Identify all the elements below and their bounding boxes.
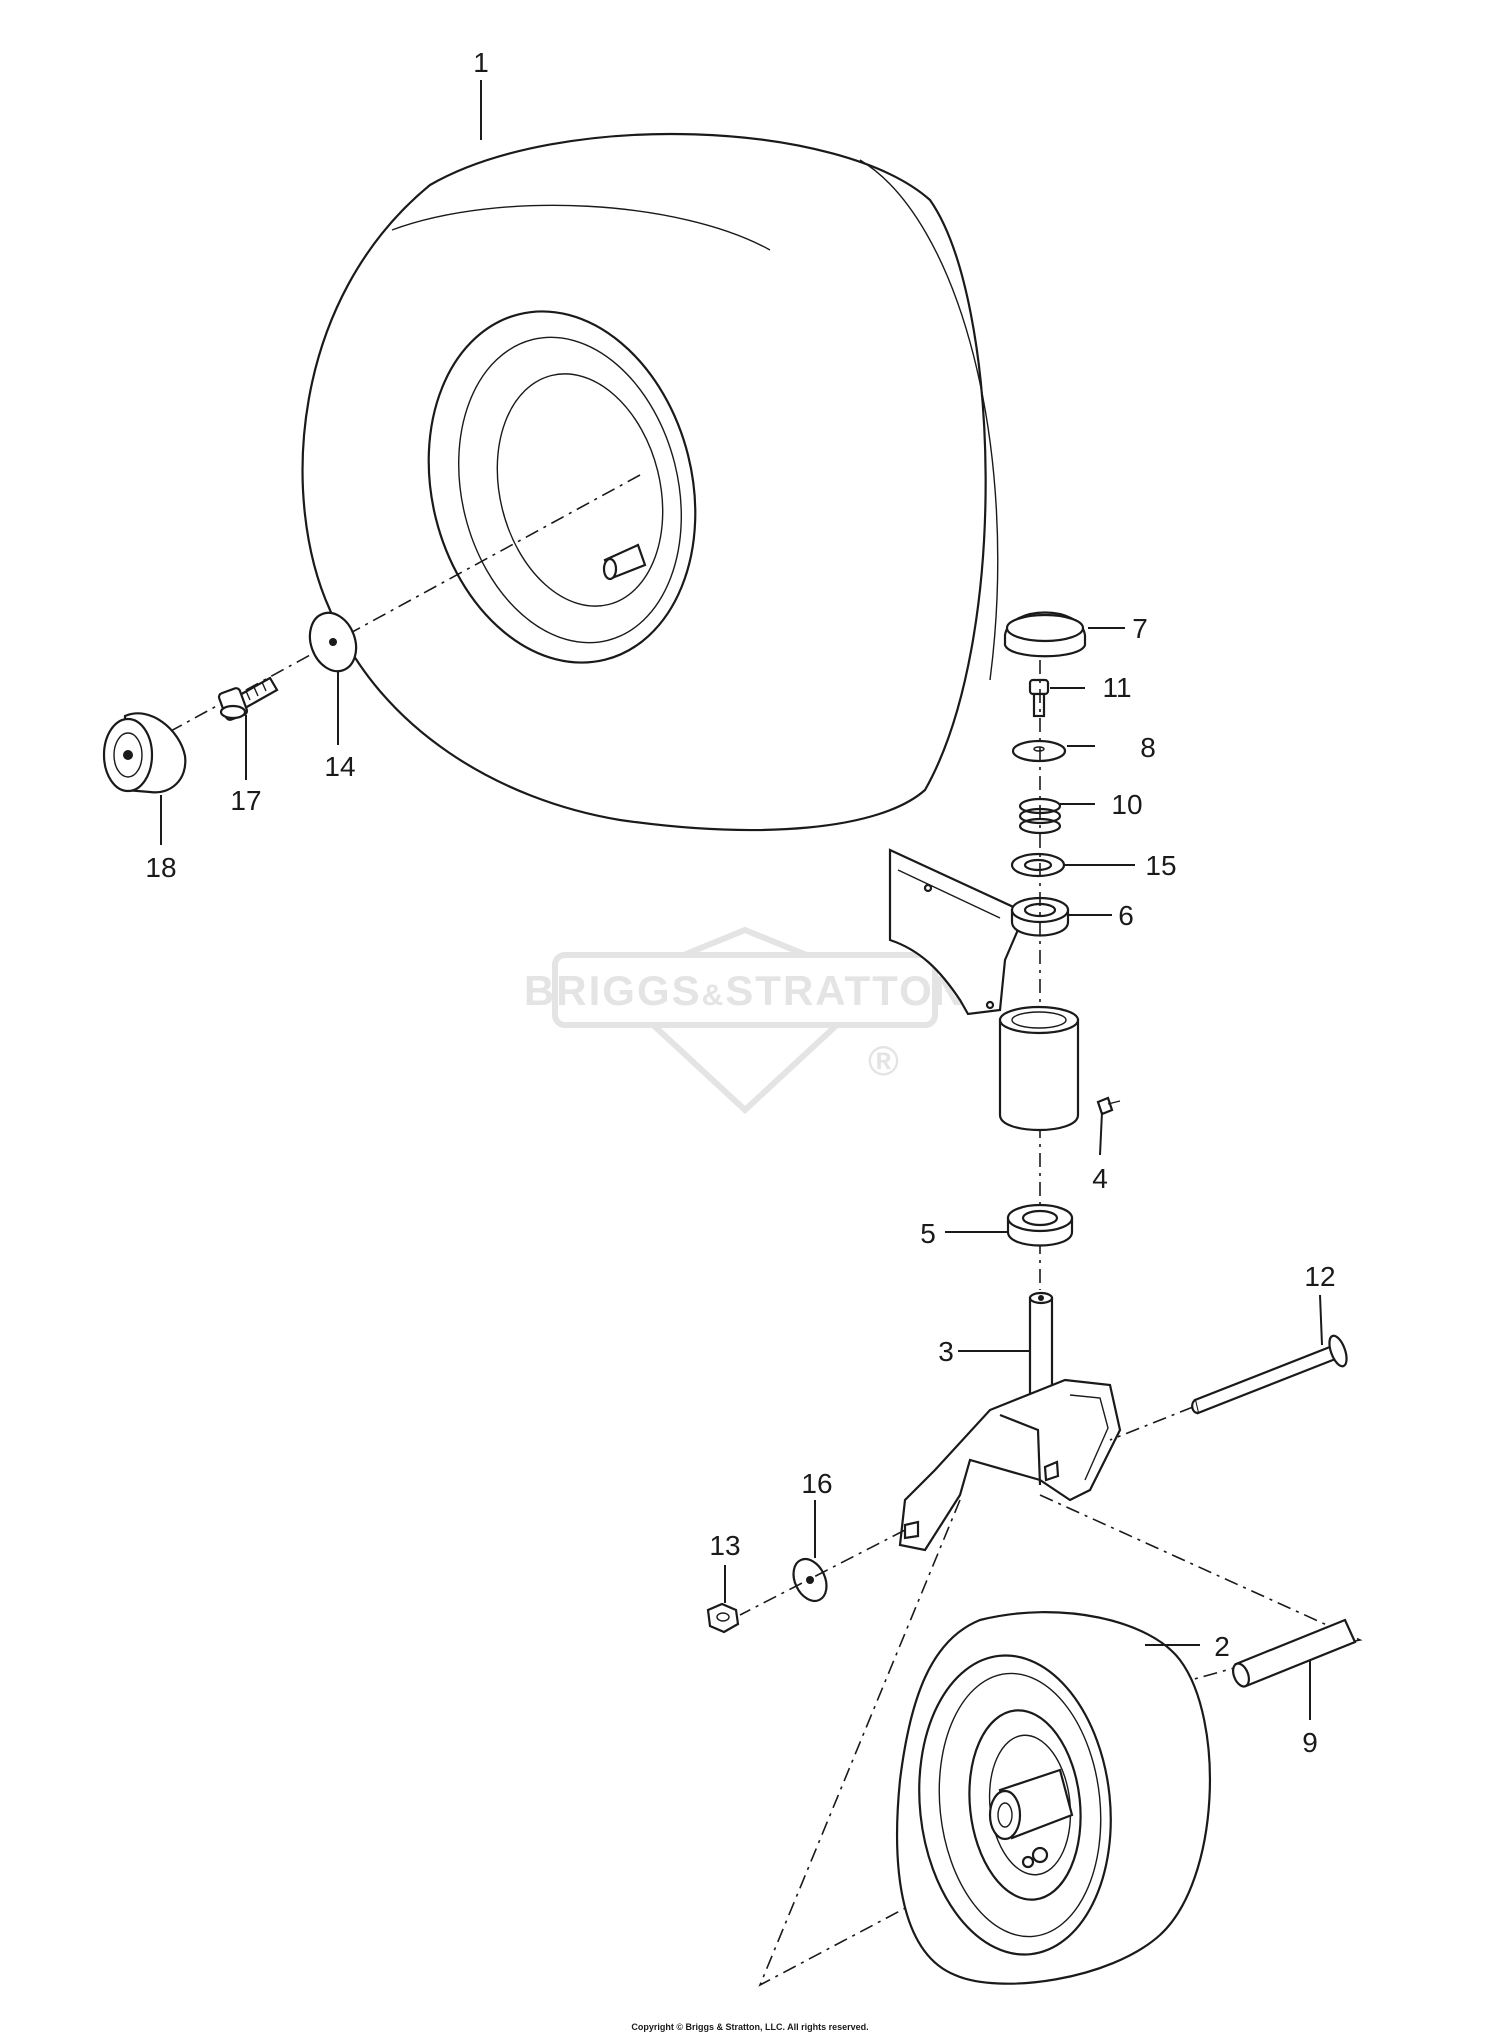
callout-10: 10 — [1111, 789, 1142, 820]
watermark-amp: & — [702, 979, 726, 1012]
part-7-dust-cap[interactable] — [1003, 611, 1087, 658]
part-12-axle-bolt[interactable] — [1191, 1334, 1350, 1415]
part-3-caster-fork-spindle[interactable] — [898, 1291, 1122, 1552]
callout-12: 12 — [1304, 1261, 1335, 1292]
watermark-left: BRIGGS — [524, 967, 702, 1014]
axle-centerline — [124, 474, 641, 757]
part-16-washer[interactable] — [787, 1554, 833, 1607]
part-1-large-tire[interactable] — [301, 132, 999, 832]
callout-7: 7 — [1132, 613, 1148, 644]
callout-8: 8 — [1140, 732, 1156, 763]
callout-4: 4 — [1092, 1163, 1108, 1194]
watermark-registered: ® — [868, 1037, 901, 1084]
svg-text:BRIGGS&STRATTON: BRIGGS&STRATTON — [524, 967, 966, 1014]
callout-2: 2 — [1214, 1631, 1230, 1662]
part-13-nut[interactable] — [706, 1602, 740, 1634]
callout-1: 1 — [473, 47, 489, 78]
callout-15: 15 — [1145, 850, 1176, 881]
callout-17: 17 — [230, 785, 261, 816]
part-4-grease-fitting[interactable] — [1096, 1096, 1121, 1116]
part-8-washer[interactable] — [1011, 739, 1067, 763]
part-5-flanged-bearing[interactable] — [1006, 1203, 1074, 1247]
callout-11: 11 — [1102, 672, 1131, 703]
callout-18: 18 — [145, 852, 176, 883]
briggs-stratton-watermark-logo: BRIGGS&STRATTON ® — [524, 926, 966, 1115]
part-11-bolt[interactable] — [1028, 678, 1050, 718]
callout-leader-lines — [160, 80, 1323, 1720]
callout-5: 5 — [920, 1218, 936, 1249]
callout-3: 3 — [938, 1336, 954, 1367]
part-15-washer[interactable] — [1010, 852, 1066, 878]
nut-centerline — [739, 1529, 906, 1616]
wheel-axle-construction-line-upper — [1039, 1494, 1363, 1666]
callout-9: 9 — [1302, 1727, 1318, 1758]
callout-6: 6 — [1118, 900, 1134, 931]
copyright-notice: Copyright © Briggs & Stratton, LLC. All … — [631, 2022, 869, 2032]
bolt-centerline — [1109, 1406, 1194, 1441]
part-18-wheel-cap[interactable] — [102, 712, 187, 794]
callout-14: 14 — [324, 751, 355, 782]
callout-16: 16 — [801, 1468, 832, 1499]
spindle-housing-tube — [998, 1005, 1080, 1131]
part-9-spacer-tube[interactable] — [1230, 1618, 1357, 1689]
watermark-right: STRATTON — [725, 967, 966, 1014]
part-14-washer[interactable] — [302, 606, 364, 677]
part-2-caster-wheel[interactable] — [895, 1611, 1212, 1985]
caster-frame-arm — [888, 848, 1022, 1016]
part-17-flange-bolt[interactable] — [217, 676, 279, 721]
callout-13: 13 — [709, 1530, 740, 1561]
callout-numbers: 1 2 3 4 5 6 7 8 9 10 11 12 13 14 15 16 1… — [145, 47, 1335, 1758]
